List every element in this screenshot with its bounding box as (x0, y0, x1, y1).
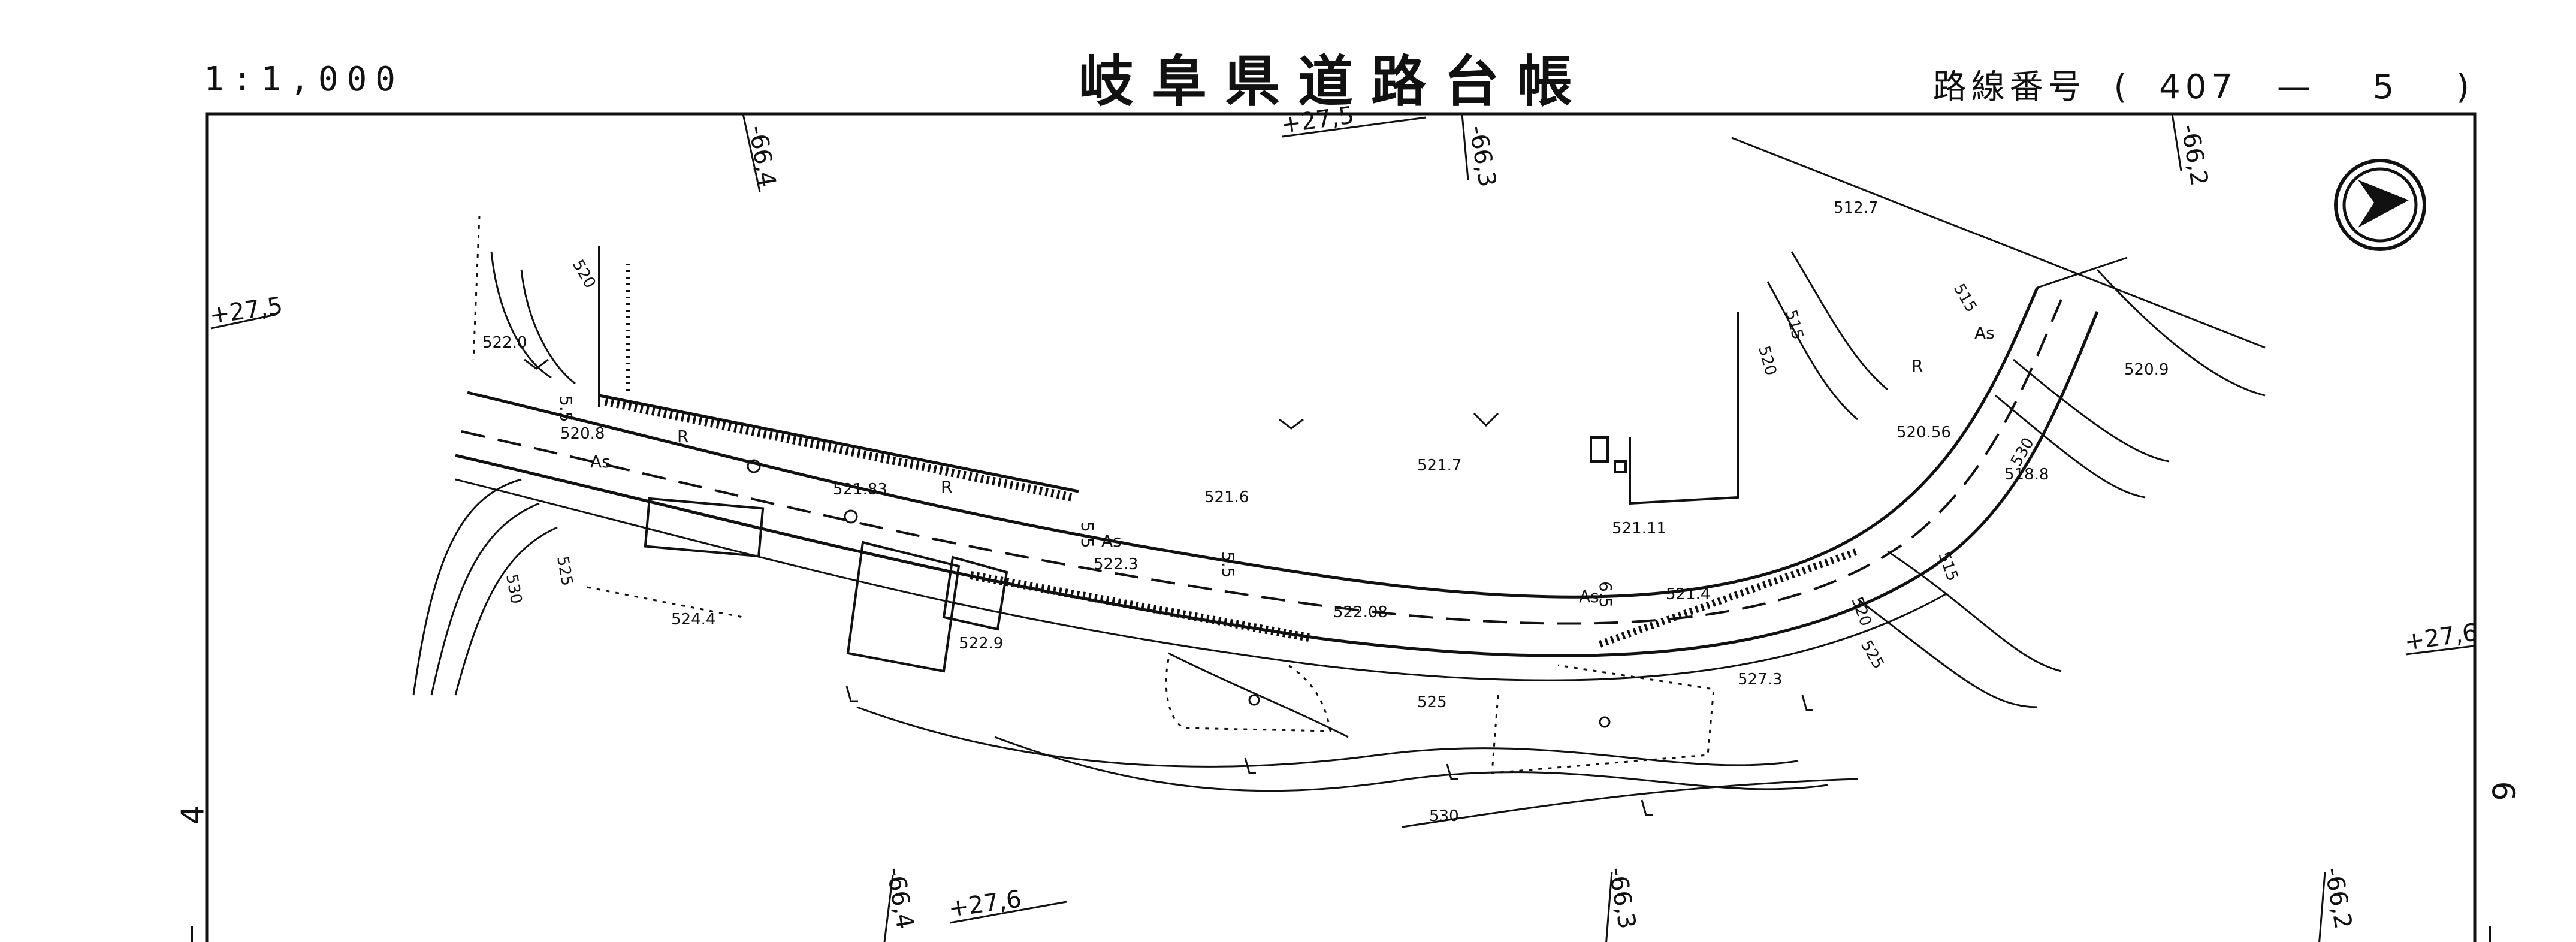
route-number-value: 407 (2159, 68, 2238, 107)
road-lines (455, 137, 2266, 681)
contour-label: 515 (1781, 308, 1807, 342)
as-surface-label: As (1101, 531, 1122, 551)
dotted-areas (472, 215, 1715, 774)
contour-label: 530 (1429, 807, 1459, 825)
contour-label: 520 (569, 257, 599, 292)
route-open-paren: ( (2113, 68, 2132, 107)
spot-height: 521.11 (1612, 520, 1666, 538)
contour-label: 520 (1754, 344, 1780, 378)
contour-label: 525 (553, 555, 576, 587)
north-arrow-icon (2334, 159, 2426, 251)
grid-top-3: -66,3 (1463, 123, 1501, 189)
grid-ticks (210, 113, 2474, 942)
contour-label: 515 (1950, 281, 1980, 316)
map-title: 岐阜県道路台帳 (1079, 50, 1591, 114)
grid-bottom-4: -66,2 (2319, 865, 2357, 931)
terrain-symbols (524, 358, 1813, 816)
road-annotation-labels: As As As As R R R 5.5 5.5 5.5 6.5 (556, 323, 1995, 608)
route-close-paren: ) (2456, 68, 2474, 107)
spot-height: 522.0 (482, 334, 527, 352)
retaining-label: R (941, 477, 952, 497)
grid-bottom-2: +27,6 (947, 885, 1023, 923)
as-surface-label: As (1974, 323, 1995, 343)
spot-height-labels: 522.0 520.8 521.83 522.3 521.6 521.7 512… (482, 199, 2169, 689)
spot-height: 521.7 (1417, 457, 1461, 475)
width-label: 5.5 (1077, 521, 1097, 548)
contour-labels: 520 525 530 530 525 520 515 520 515 525 … (502, 257, 2038, 826)
route-number: 路線番号 ( 407 — 5 ) (1933, 60, 2474, 108)
contour-label: 530 (502, 573, 525, 605)
spot-height: 522.9 (959, 635, 1003, 653)
contour-lines (412, 251, 2266, 828)
spot-height: 512.7 (1834, 199, 1878, 217)
as-surface-label: As (590, 452, 611, 472)
spot-height: 520.9 (2124, 361, 2169, 379)
route-section-value: 5 (2372, 68, 2399, 107)
grid-left: +27,5 (208, 292, 285, 330)
width-label: 6.5 (1596, 581, 1615, 608)
spot-height: 521.83 (833, 481, 887, 499)
grid-top-4: -66,2 (2175, 122, 2213, 188)
spot-height: 522.3 (1094, 555, 1138, 573)
spot-height: 527.3 (1738, 671, 1782, 689)
map-scale: 1:1,000 (204, 60, 404, 99)
contour-label: 525 (1857, 638, 1888, 672)
contour-label: 525 (1417, 693, 1447, 711)
spot-height: 520.8 (560, 425, 605, 443)
spot-height: 520.56 (1896, 424, 1951, 442)
grid-right: +27,6 (2403, 618, 2480, 656)
grid-top-1: -66,4 (743, 123, 781, 189)
spot-height: 521.6 (1204, 488, 1249, 506)
spot-height: 522.08 (1333, 603, 1388, 621)
width-label: 5.5 (556, 395, 576, 422)
buildings (644, 312, 1739, 673)
spot-height: 518.8 (2004, 466, 2049, 484)
map-frame (205, 112, 2477, 942)
retaining-label: R (1911, 356, 1923, 376)
retaining-label: R (677, 427, 688, 446)
spot-height: 524.4 (671, 611, 715, 629)
route-dash: — (2276, 68, 2315, 107)
spot-height: 521.4 (1666, 585, 1710, 603)
as-surface-label: As (1579, 587, 1599, 606)
grid-top-2: +27,5 (1279, 101, 1356, 139)
width-label: 5.5 (1218, 551, 1238, 578)
contour-label: 515 (1934, 550, 1961, 584)
route-label: 路線番号 (1932, 68, 2086, 107)
